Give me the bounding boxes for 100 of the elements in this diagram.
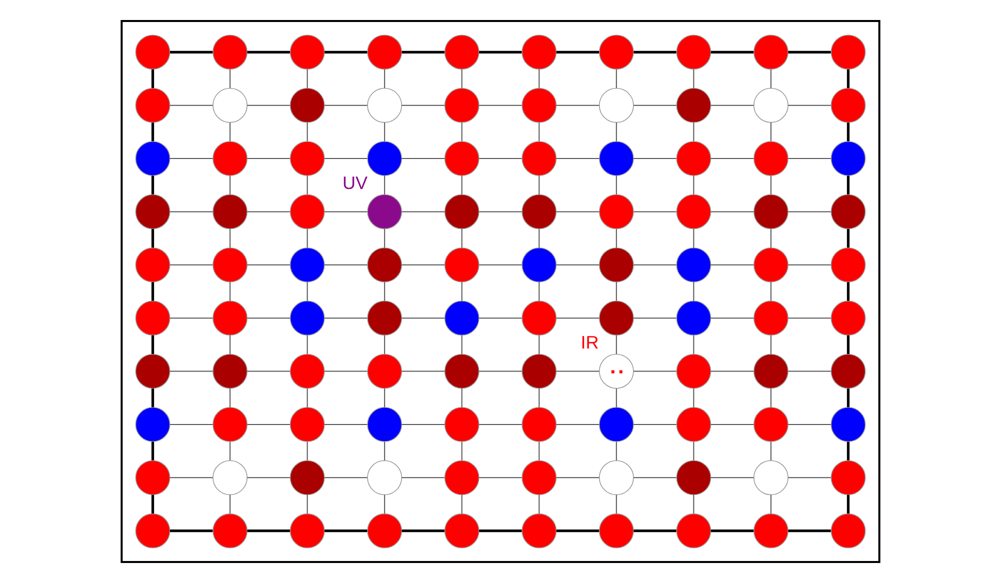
connector [229,494,230,514]
node-circle [134,34,170,70]
connector [710,476,754,478]
connector [846,228,850,248]
connector [460,68,462,88]
connector [384,494,385,514]
node-circle [289,34,324,70]
connector [788,104,830,106]
connector [788,370,830,372]
node-circle [289,406,324,442]
connector [615,175,616,194]
connector [478,317,522,318]
node-circle [676,194,711,229]
node-circle [366,34,402,70]
connector [556,317,599,318]
connector [401,317,444,318]
connector [246,529,290,532]
connector [324,423,367,424]
node-circle [444,406,479,442]
node-circle [521,34,556,70]
connector [384,175,385,194]
node-circle [676,87,711,122]
connector [460,122,462,141]
node-circle [134,406,170,442]
node-circle [830,460,866,495]
connector [150,494,154,514]
node-circle [212,460,247,495]
connector [633,50,676,53]
connector [478,104,522,106]
connector [788,158,830,159]
connector [384,122,385,141]
connector [306,388,308,407]
connector [710,210,754,212]
connector [710,50,754,53]
node-circle [366,512,402,548]
connector [478,50,522,53]
connector [324,104,367,106]
connector [615,494,616,514]
node-circle [212,246,247,282]
node-circle [753,353,788,388]
connector [538,68,540,88]
connector [846,494,850,514]
connector [615,122,616,141]
connector [615,228,616,248]
connector [229,122,230,141]
node-circle [753,406,788,442]
connector [692,334,694,354]
node-circle [444,194,479,229]
node-circle [212,87,247,122]
connector [710,158,754,159]
connector [324,158,367,159]
connector [229,68,230,88]
connector [384,68,385,88]
connector [229,282,230,300]
connector [633,264,676,265]
connector [692,441,694,460]
node-circle [830,194,866,229]
cluster [120,20,880,562]
connector [306,175,308,194]
node-circle [598,300,634,336]
connector [556,264,599,265]
connector [788,423,830,424]
connector [246,476,290,478]
connector [633,158,676,159]
node-circle [676,34,711,70]
connector [770,334,771,354]
connector [615,282,616,300]
connector [460,494,462,514]
connector [169,104,212,106]
connector [538,494,540,514]
connector [401,370,444,372]
connector [324,50,367,53]
connector [306,334,308,354]
connector [169,50,212,53]
node-circle [830,300,866,336]
connector [169,423,212,424]
connector [770,494,771,514]
connector [615,388,616,407]
connector [324,317,367,318]
connector [710,317,754,318]
connector [770,122,771,141]
node-circle [598,140,634,176]
connector [384,441,385,460]
node-circle [444,87,479,122]
connector [556,370,599,372]
connector [788,317,830,318]
node-circle [753,460,788,495]
connector [384,282,385,300]
connector [246,264,290,265]
connector [556,104,599,106]
node-circle [366,353,402,388]
node-circle [521,87,556,122]
connector [846,122,850,141]
connector [306,68,308,88]
node-circle [676,406,711,442]
node-circle [212,512,247,548]
connector [150,175,154,194]
node-circle [444,246,479,282]
connector [169,317,212,318]
node-circle [521,140,556,176]
